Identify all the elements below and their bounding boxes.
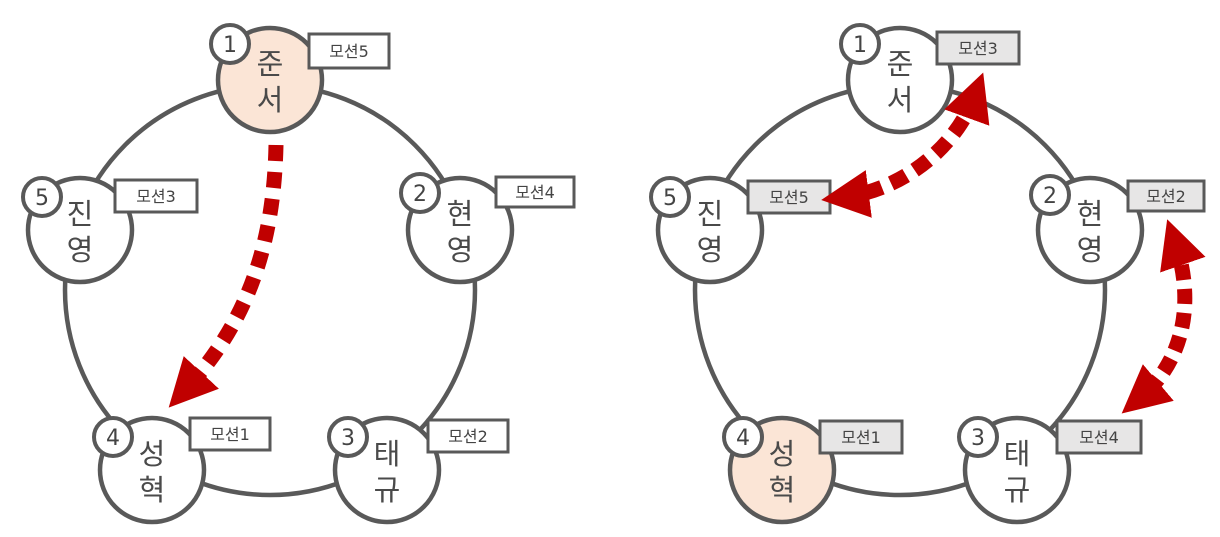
person-node: 준서1 모션3	[839, 23, 1021, 135]
node-name-bottom: 영	[447, 233, 474, 267]
order-badge	[92, 416, 134, 458]
motion-tag-box	[307, 32, 391, 70]
order-number: 4	[736, 426, 750, 451]
order-badge	[21, 176, 63, 218]
order-badge	[1029, 174, 1071, 216]
motion-tag-box	[113, 178, 199, 214]
node-name-bottom: 서	[257, 83, 284, 117]
order-badge	[327, 416, 369, 458]
order-number: 1	[223, 33, 237, 58]
order-number: 5	[35, 186, 49, 211]
order-number: 4	[106, 426, 120, 451]
person-node: 성혁4 모션1	[92, 415, 272, 525]
person-node: 현영 2 모션4	[399, 172, 576, 285]
motion-tag-box	[935, 30, 1021, 66]
node-name-bottom: 혁	[769, 473, 796, 507]
motion-tag-label: 모션3	[958, 39, 998, 58]
motion-tag-label: 모션4	[515, 183, 555, 202]
motion-tag-label: 모션2	[448, 427, 488, 446]
motion-tag-box	[818, 419, 904, 455]
node-name-top: 성	[769, 437, 796, 471]
person-node: 진영5 모션5	[649, 175, 832, 285]
swap-arrow	[821, 72, 990, 218]
motion-tag-label: 모션3	[136, 187, 176, 206]
swap-arrow	[168, 144, 284, 408]
order-number: 2	[1043, 184, 1057, 209]
order-badge	[957, 416, 999, 458]
motion-tag-label: 모션1	[210, 425, 250, 444]
node-name-top: 현	[447, 197, 474, 231]
order-badge	[209, 23, 251, 65]
person-node: 성혁4 모션1	[722, 415, 904, 525]
node-name-bottom: 규	[1004, 473, 1031, 507]
order-badge	[399, 172, 441, 214]
person-node: 준서1 모션5	[209, 23, 391, 135]
motion-tag-label: 모션5	[769, 188, 809, 207]
order-number: 5	[663, 186, 677, 211]
node-name-bottom: 규	[374, 473, 401, 507]
order-number: 2	[413, 182, 427, 207]
motion-tag-label: 모션2	[1146, 187, 1186, 206]
node-name-top: 태	[1004, 437, 1031, 471]
order-badge	[649, 176, 691, 218]
person-node: 태규3 모션4	[957, 415, 1143, 525]
node-name-top: 현	[1077, 197, 1104, 231]
node-name-top: 진	[697, 197, 724, 231]
motion-tag-box	[1055, 419, 1143, 455]
motion-tag-label: 모션5	[329, 42, 369, 61]
order-number: 1	[853, 33, 867, 58]
motion-tag-box	[426, 418, 510, 454]
person-node: 태규3 모션2	[327, 415, 510, 525]
node-name-top: 준	[257, 47, 284, 81]
node-name-top: 준	[887, 47, 914, 81]
order-badge	[722, 416, 764, 458]
node-name-bottom: 영	[1077, 233, 1104, 267]
node-name-top: 태	[374, 437, 401, 471]
node-name-bottom: 영	[67, 233, 94, 267]
node-name-top: 성	[139, 437, 166, 471]
order-badge	[839, 23, 881, 65]
order-number: 3	[341, 426, 355, 451]
node-name-top: 진	[67, 197, 94, 231]
person-node: 현영2 모션2	[1029, 174, 1206, 285]
person-node: 진영5 모션3	[21, 175, 199, 285]
motion-tag-label: 모션1	[841, 428, 881, 447]
node-name-bottom: 영	[697, 233, 724, 267]
motion-tag-box	[1126, 179, 1206, 213]
node-name-bottom: 서	[887, 83, 914, 117]
swap-arrow	[1121, 219, 1206, 414]
motion-tag-box	[746, 179, 832, 215]
node-name-bottom: 혁	[139, 473, 166, 507]
order-number: 3	[971, 426, 985, 451]
motion-tag-label: 모션4	[1079, 428, 1119, 447]
motion-tag-box	[494, 175, 576, 209]
motion-tag-box	[188, 416, 272, 452]
